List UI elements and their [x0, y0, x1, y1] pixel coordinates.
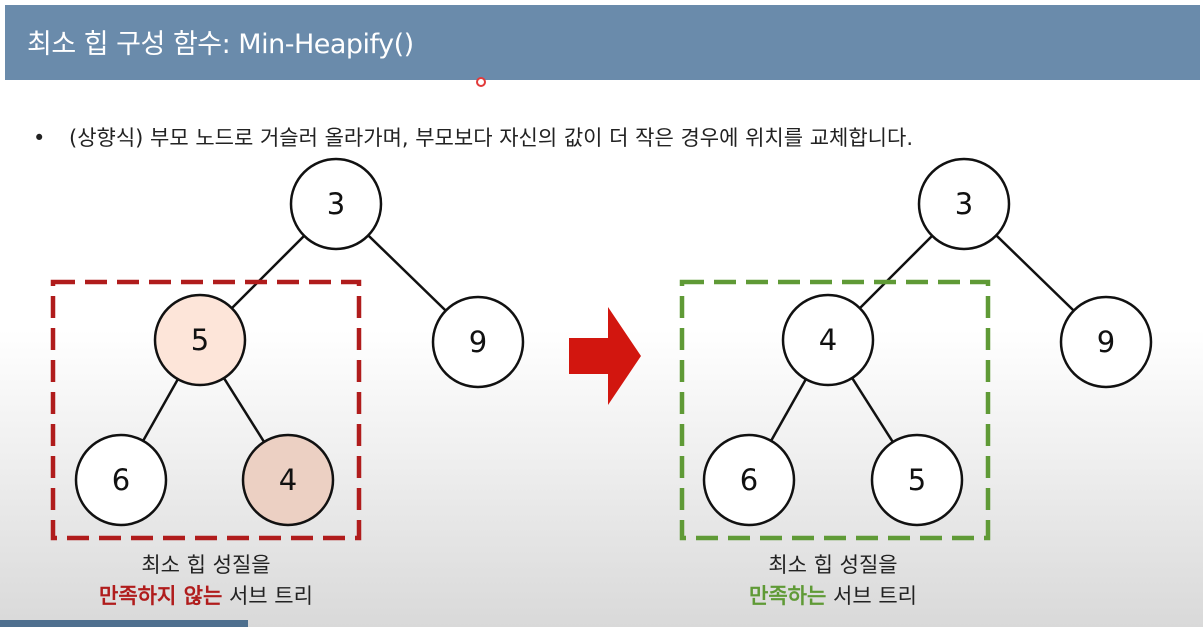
- caption-highlight: 만족하지 않는: [99, 584, 223, 608]
- caption-line2: 만족하지 않는 서브 트리: [56, 581, 356, 612]
- node-value: 6: [740, 463, 758, 497]
- slide-title: 최소 힙 구성 함수: Min-Heapify(): [27, 29, 414, 60]
- node-value: 3: [955, 187, 973, 221]
- node-circle: [702, 433, 796, 527]
- node-value: 5: [908, 463, 926, 497]
- left-caption: 최소 힙 성질을 만족하지 않는 서브 트리: [56, 550, 356, 612]
- node-circle: [289, 157, 383, 251]
- bullet-item: • (상향식) 부모 노드로 거슬러 올라가며, 부모보다 자신의 값이 더 작은…: [33, 122, 913, 152]
- node-value: 6: [112, 463, 130, 497]
- right-caption: 최소 힙 성질을 만족하는 서브 트리: [683, 550, 983, 612]
- caption-rest: 서브 트리: [833, 584, 917, 608]
- node-circle: [781, 293, 875, 387]
- caption-line1: 최소 힙 성질을: [768, 553, 898, 577]
- node-circle: [241, 433, 335, 527]
- tree-node: 3: [917, 157, 1011, 251]
- node-value: 4: [819, 323, 837, 357]
- tree-node: 6: [74, 433, 168, 527]
- title-bar: 최소 힙 구성 함수: Min-Heapify(): [5, 5, 1200, 80]
- node-value: 3: [327, 187, 345, 221]
- node-circle: [1059, 295, 1153, 389]
- node-circle: [153, 293, 247, 387]
- node-value: 5: [191, 323, 209, 357]
- tree-node: 5: [870, 433, 964, 527]
- pointer-cursor-icon: [476, 77, 486, 87]
- caption-line2: 만족하는 서브 트리: [683, 581, 983, 612]
- caption-rest: 서브 트리: [228, 584, 313, 608]
- tree-node: 3: [289, 157, 383, 251]
- node-value: 9: [1097, 325, 1115, 359]
- right-tree-nodes: 3 4 9 6 5: [702, 157, 1153, 527]
- caption-line1: 최소 힙 성질을: [141, 553, 271, 577]
- arrow-right-icon: [569, 307, 641, 405]
- node-circle: [870, 433, 964, 527]
- progress-strip: [0, 620, 248, 627]
- node-circle: [917, 157, 1011, 251]
- tree-node: 4: [781, 293, 875, 387]
- tree-node: 9: [431, 295, 525, 389]
- tree-node: 4: [241, 433, 335, 527]
- tree-node: 6: [702, 433, 796, 527]
- node-value: 4: [279, 463, 297, 497]
- tree-node: 5: [153, 293, 247, 387]
- node-circle: [74, 433, 168, 527]
- bullet-marker: •: [33, 126, 46, 150]
- node-circle: [431, 295, 525, 389]
- valid-subtree-box: [679, 279, 991, 541]
- node-value: 9: [469, 325, 487, 359]
- invalid-subtree-box: [50, 279, 362, 541]
- bullet-text: (상향식) 부모 노드로 거슬러 올라가며, 부모보다 자신의 값이 더 작은 …: [69, 126, 913, 150]
- tree-node: 9: [1059, 295, 1153, 389]
- caption-highlight: 만족하는: [749, 584, 827, 608]
- left-tree-nodes: 3 5 9 6 4: [74, 157, 525, 527]
